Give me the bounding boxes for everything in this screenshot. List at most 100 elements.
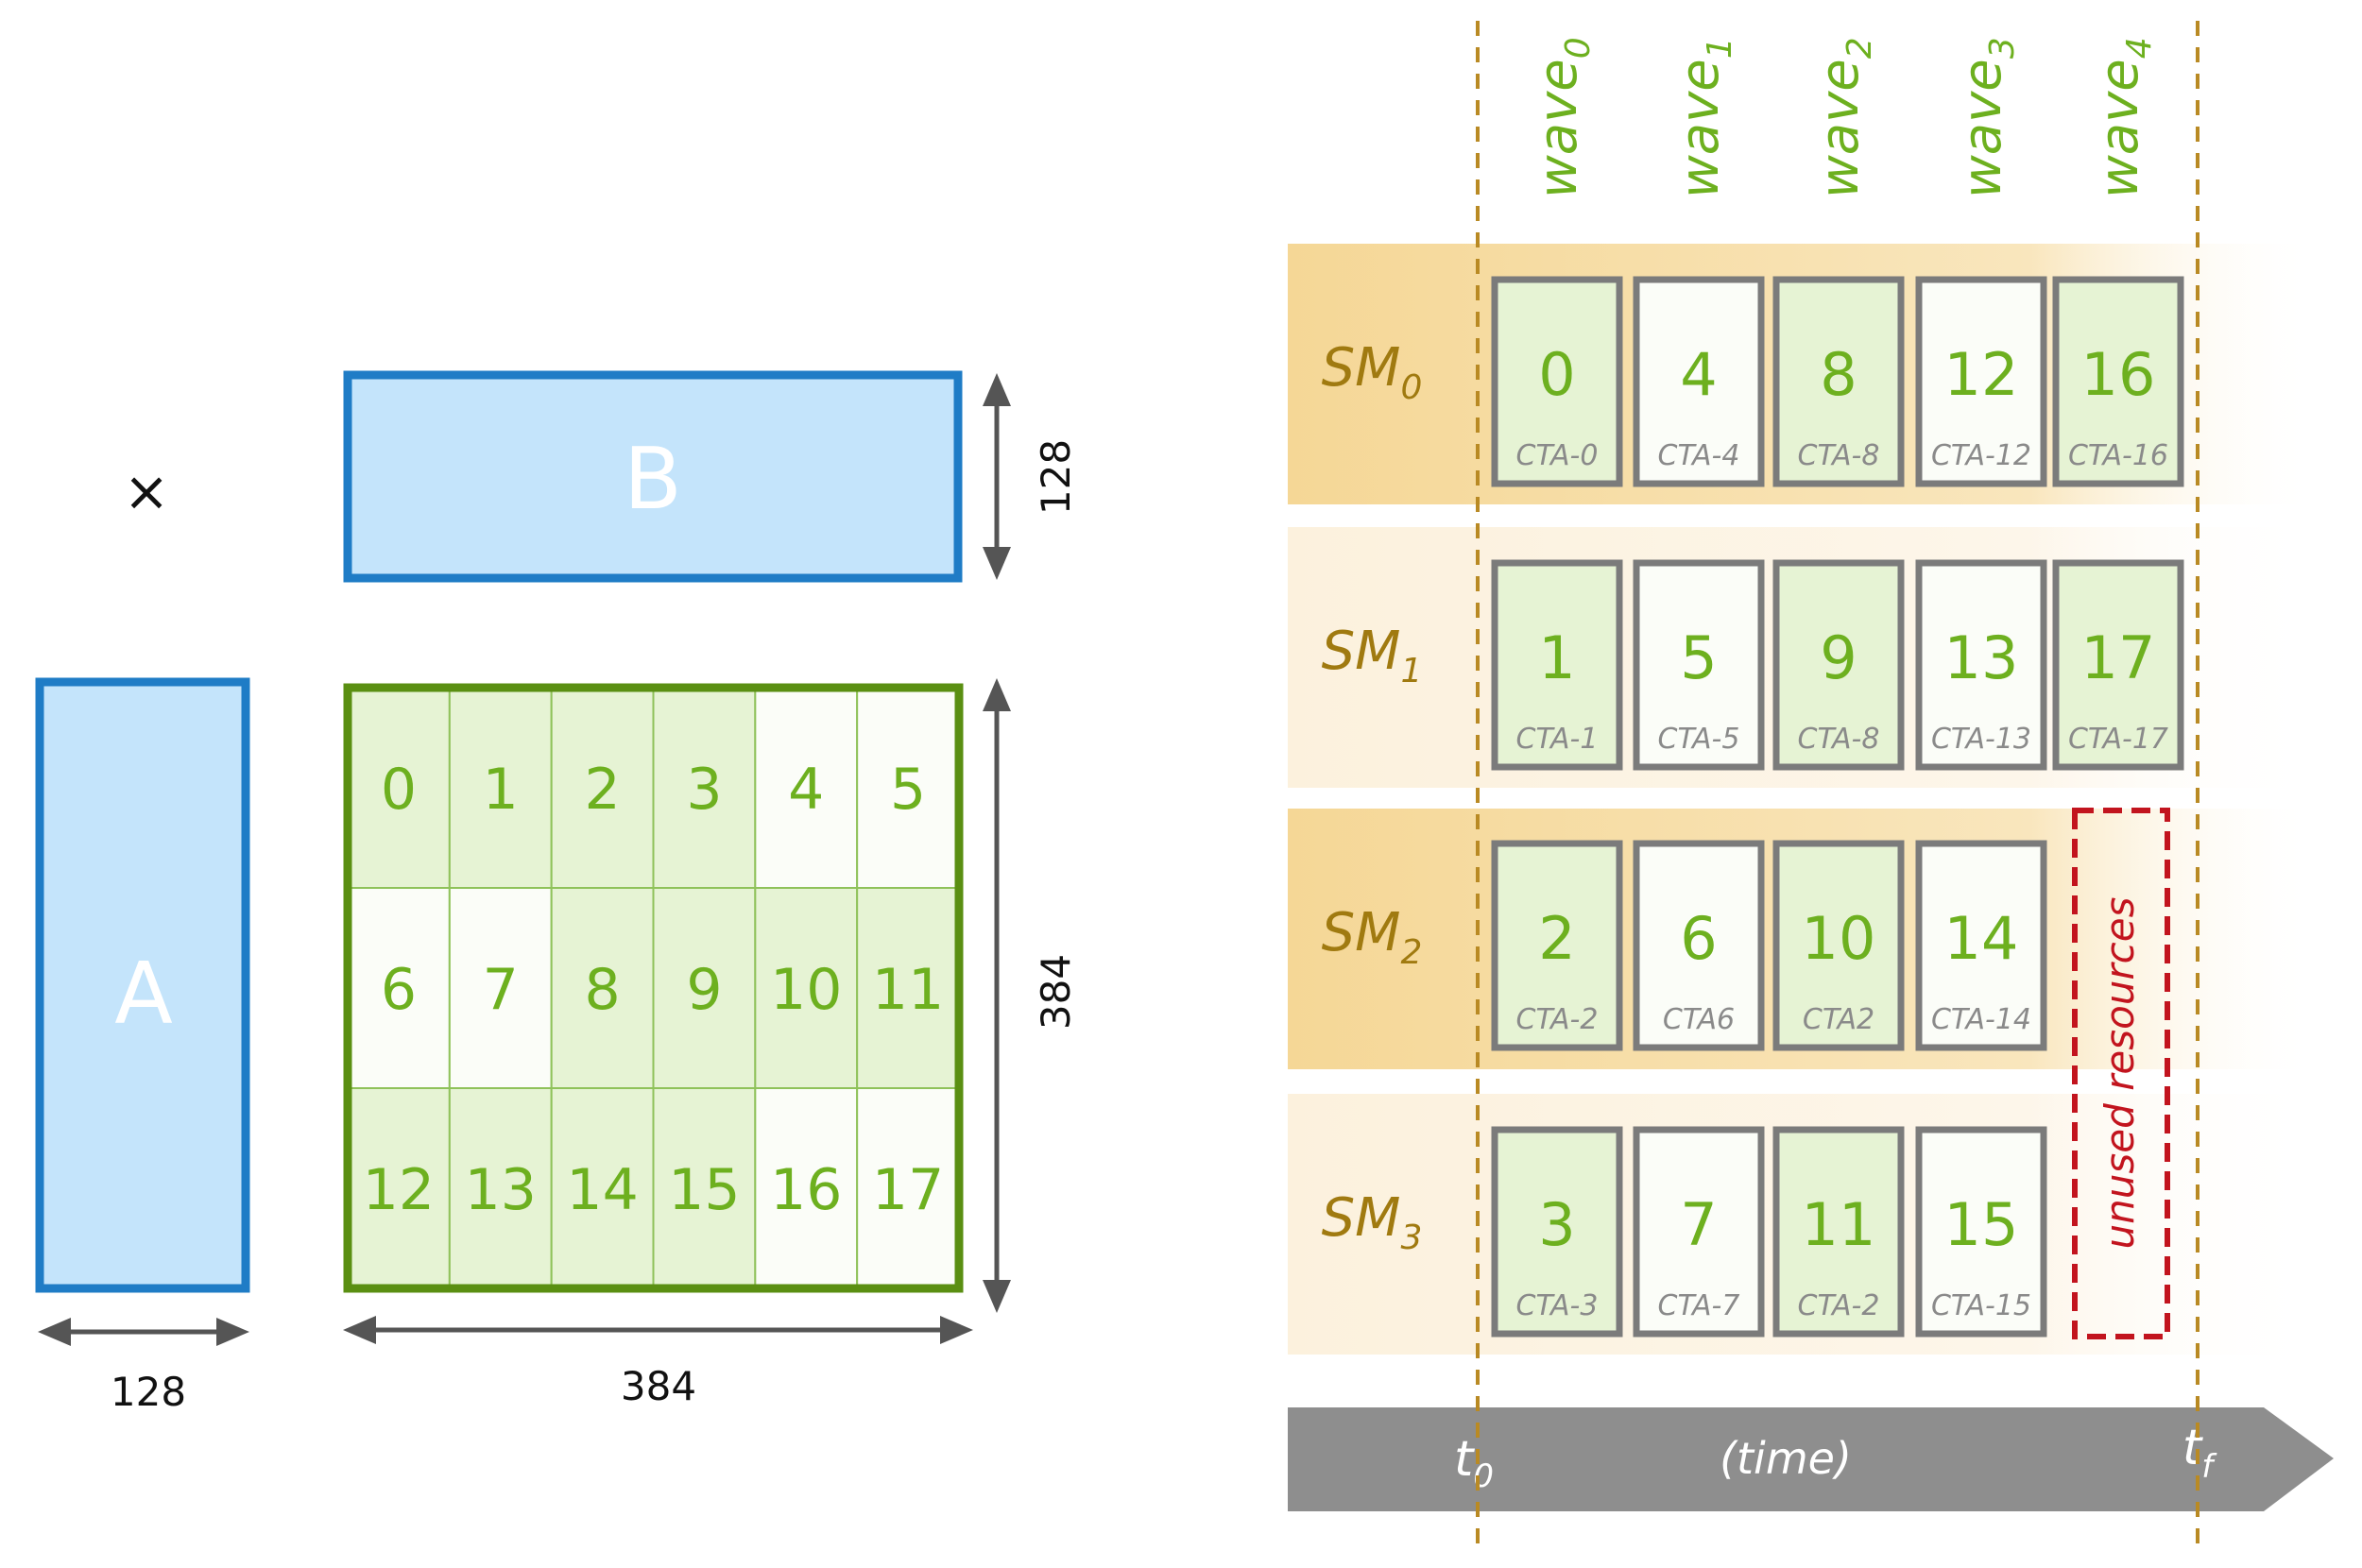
matrix-c-tile-number: 3 bbox=[686, 757, 722, 823]
matrix-c-tile-number: 4 bbox=[788, 757, 824, 823]
matrix-c-tile-number: 15 bbox=[668, 1157, 740, 1223]
cta-number: 14 bbox=[1944, 904, 2019, 973]
cta-box-frame bbox=[1491, 559, 1623, 771]
matrix-a: A bbox=[35, 677, 250, 1293]
cta-label: CTA-3 bbox=[1516, 1289, 1599, 1322]
sm-label: SM1 bbox=[1322, 621, 1423, 690]
wave-label: wave2 bbox=[1809, 37, 1879, 198]
matrix-c-tile bbox=[448, 687, 553, 889]
matrix-c-tile-number: 13 bbox=[465, 1157, 537, 1223]
cta-box-frame bbox=[1772, 1126, 1905, 1338]
unused-resources: unused resources bbox=[2072, 808, 2170, 1339]
matrix-c-tile-number: 12 bbox=[363, 1157, 435, 1223]
matrix-b-label: B bbox=[624, 430, 682, 529]
matrix-c-tile-number: 1 bbox=[483, 757, 519, 823]
matrix-c-height-label: 384 bbox=[1033, 954, 1079, 1030]
cta-box-frame bbox=[1772, 276, 1905, 487]
cta-number: 9 bbox=[1820, 623, 1857, 692]
matrix-a-label: A bbox=[114, 945, 173, 1044]
matrix-c-tile bbox=[448, 887, 553, 1089]
cta-number: 12 bbox=[1944, 340, 2019, 409]
matrix-c-width-label: 384 bbox=[621, 1363, 696, 1409]
cta-label: CTA-2 bbox=[1798, 1289, 1880, 1322]
unused-resources-box bbox=[2072, 808, 2170, 1339]
matrix-c-tile bbox=[550, 887, 655, 1089]
cta-label: CTA-8 bbox=[1798, 439, 1880, 472]
matrix-c-tile bbox=[347, 1087, 451, 1289]
cta-box-frame bbox=[1915, 1126, 2047, 1338]
cta-box-frame bbox=[1915, 276, 2047, 487]
matrix-a-box bbox=[35, 677, 250, 1293]
matrix-b-box bbox=[343, 370, 963, 583]
cta-number: 10 bbox=[1802, 904, 1876, 973]
matrix-c-tile-number: 9 bbox=[686, 957, 722, 1023]
sm-label: SM2 bbox=[1322, 902, 1423, 972]
sm-label: SM0 bbox=[1322, 337, 1423, 407]
matrix-c-tile bbox=[856, 1087, 961, 1289]
cta-number: 13 bbox=[1944, 623, 2019, 692]
cta-number: 3 bbox=[1538, 1190, 1575, 1259]
cta-number: 5 bbox=[1680, 623, 1717, 692]
wave-label: wave0 bbox=[1528, 37, 1598, 198]
matrix-c-tile-number: 11 bbox=[872, 957, 944, 1023]
matrix-c-tile-number: 8 bbox=[584, 957, 620, 1023]
cta-box-frame bbox=[1633, 840, 1765, 1051]
wave-label: wave3 bbox=[1952, 37, 2022, 198]
matrix-a-width-dimension: 128 bbox=[38, 1318, 249, 1415]
cta-box-frame bbox=[1633, 276, 1765, 487]
cta-label: CTA-4 bbox=[1658, 439, 1740, 472]
cta-number: 4 bbox=[1680, 340, 1717, 409]
matrix-c-height-dimension: 384 bbox=[983, 678, 1079, 1313]
cta-box-frame bbox=[2052, 559, 2184, 771]
matrix-c-tile-number: 16 bbox=[770, 1157, 842, 1223]
matrix-c-width-dimension: 384 bbox=[343, 1316, 973, 1409]
matrix-c-border bbox=[343, 683, 964, 1293]
cta-box-frame bbox=[1772, 559, 1905, 771]
cta-box-frame bbox=[1491, 840, 1623, 1051]
matrix-b: B bbox=[343, 370, 963, 583]
cta-label: CTA-2 bbox=[1516, 1003, 1599, 1036]
matrix-c-tile-number: 10 bbox=[770, 957, 842, 1023]
cta-number: 0 bbox=[1538, 340, 1575, 409]
cta-label: CTA-13 bbox=[1931, 723, 2031, 756]
matrix-c-tile-number: 0 bbox=[381, 757, 417, 823]
matrix-c-tile-number: 2 bbox=[584, 757, 620, 823]
cta-box-frame bbox=[1491, 276, 1623, 487]
cta-label: CTA-14 bbox=[1931, 1003, 2031, 1036]
multiply-symbol: × bbox=[124, 459, 170, 523]
matrix-c-tile-number: 6 bbox=[381, 957, 417, 1023]
cta-number: 11 bbox=[1802, 1190, 1876, 1259]
cta-label: CTA-15 bbox=[1931, 1289, 2031, 1322]
time-axis-arrow bbox=[1288, 1407, 2334, 1511]
matrix-c-tile-number: 17 bbox=[872, 1157, 944, 1223]
cta-label: CTA-17 bbox=[2068, 723, 2168, 756]
sm-label: SM3 bbox=[1322, 1187, 1423, 1257]
time-axis-label: (time) bbox=[1720, 1433, 1852, 1484]
matrix-b-height-label: 128 bbox=[1033, 439, 1079, 515]
cta-box-frame bbox=[1633, 1126, 1765, 1338]
matrix-c-tile bbox=[652, 887, 757, 1089]
cta-label: CTA-7 bbox=[1658, 1289, 1740, 1322]
cta-label: CTA-0 bbox=[1516, 439, 1599, 472]
matrix-a-width-label: 128 bbox=[111, 1369, 186, 1415]
cta-box-frame bbox=[1491, 1126, 1623, 1338]
cta-label: CTA6 bbox=[1663, 1003, 1735, 1036]
cta-box-frame bbox=[1772, 840, 1905, 1051]
cta-number: 7 bbox=[1680, 1190, 1717, 1259]
matrix-c-tile bbox=[856, 887, 961, 1089]
